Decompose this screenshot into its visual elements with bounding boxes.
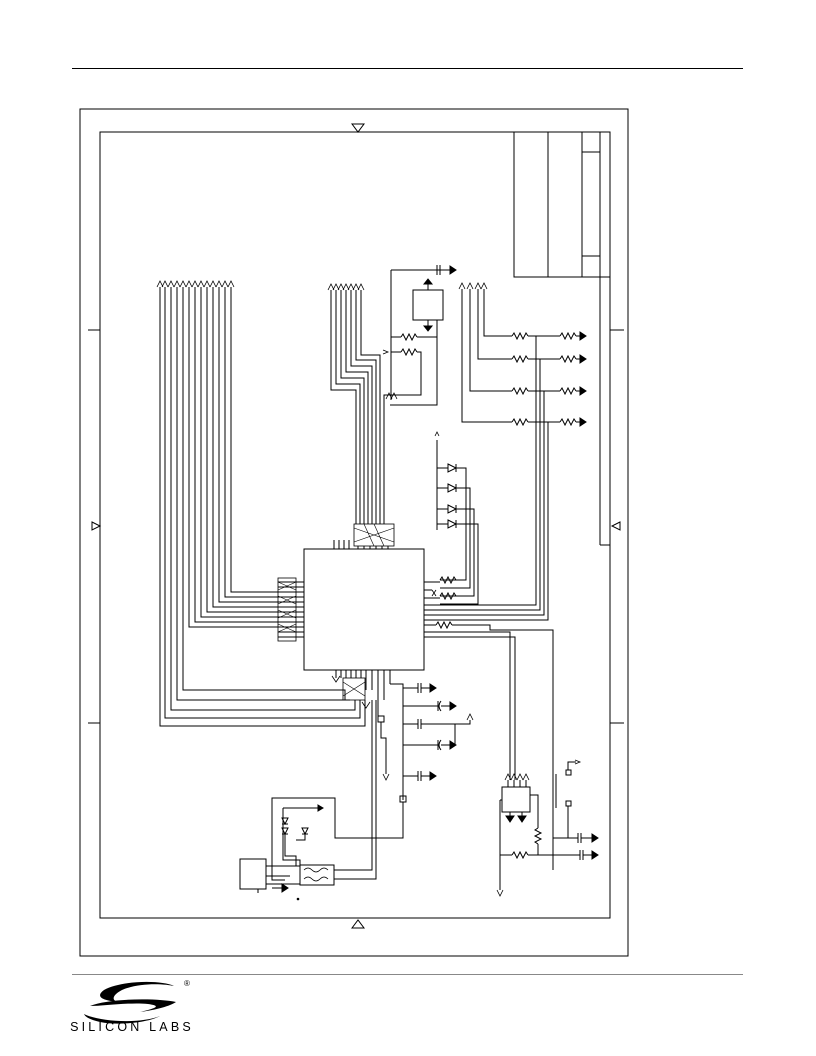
footer-rule bbox=[72, 974, 743, 975]
connector-region bbox=[239, 700, 377, 901]
logo-wordmark: SILICON LABS bbox=[70, 1020, 194, 1034]
port-arrow-bottom bbox=[351, 919, 365, 929]
port-arrow-right bbox=[610, 521, 621, 531]
left-bus bbox=[159, 287, 366, 727]
inner-frame bbox=[99, 131, 611, 919]
mcu-chip bbox=[303, 548, 425, 671]
resistor bbox=[400, 332, 418, 342]
diode-column bbox=[424, 431, 479, 605]
silicon-labs-logo: ® bbox=[84, 979, 190, 1024]
mcu-top-pins bbox=[333, 540, 389, 549]
filter-block bbox=[299, 864, 335, 886]
resistor bbox=[400, 347, 418, 357]
regulator-chip bbox=[412, 289, 444, 321]
mcu-bottom-pins bbox=[335, 670, 391, 700]
bottom-cap-column bbox=[271, 683, 474, 881]
small-ic bbox=[501, 786, 531, 813]
title-block bbox=[513, 131, 611, 546]
port-arrow-top bbox=[351, 123, 365, 133]
middle-bus-arrows bbox=[327, 283, 365, 291]
left-net-bundle bbox=[277, 577, 297, 642]
connector-body bbox=[239, 858, 267, 890]
port-arrow-left bbox=[91, 521, 102, 531]
mcu-left-pins bbox=[278, 581, 304, 638]
middle-bus bbox=[330, 290, 381, 524]
outer-frame bbox=[79, 108, 629, 957]
bottom-net-bundle bbox=[342, 677, 366, 701]
registered-mark: ® bbox=[184, 979, 190, 988]
right-top-nets bbox=[424, 289, 587, 621]
mcu-right-pins bbox=[424, 589, 554, 870]
reset-region bbox=[496, 759, 599, 897]
left-bus-arrows bbox=[156, 280, 235, 288]
header-rule bbox=[72, 68, 743, 69]
